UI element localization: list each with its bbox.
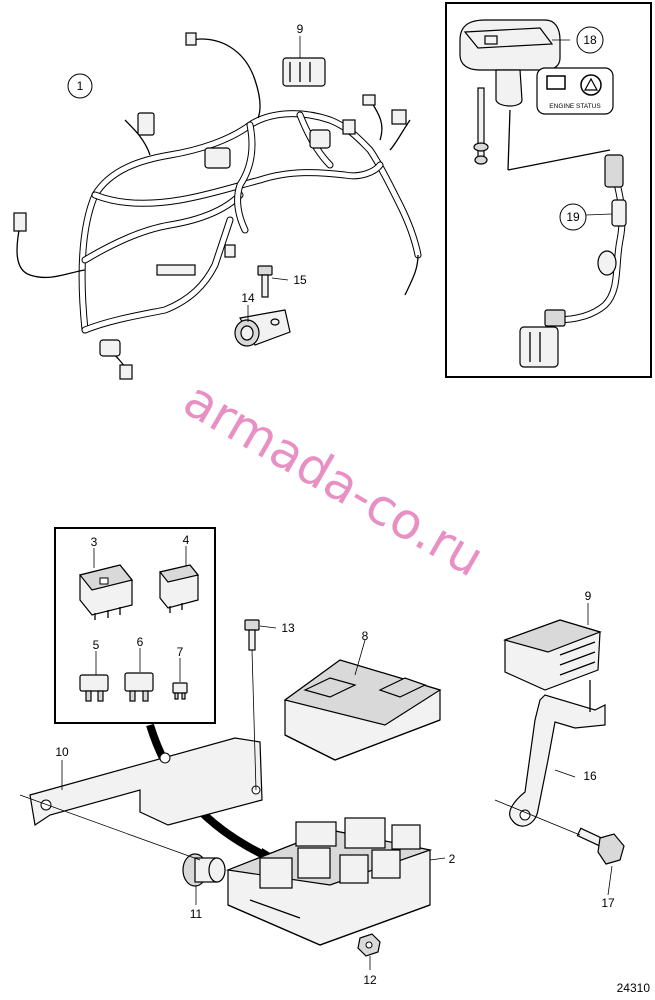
bracket-16 xyxy=(509,680,606,827)
mounting-bracket xyxy=(29,737,263,827)
label-9-top: 9 xyxy=(297,22,304,36)
label-8: 8 xyxy=(362,629,369,643)
bolt-13 xyxy=(244,619,260,791)
engine-status-cable xyxy=(519,154,627,368)
label-6: 6 xyxy=(137,635,144,649)
label-1: 1 xyxy=(77,79,84,93)
control-unit xyxy=(283,659,442,761)
nut-12 xyxy=(357,933,381,957)
label-3: 3 xyxy=(91,535,98,549)
fuse-relay-box xyxy=(225,817,433,946)
fuse-medium xyxy=(124,672,154,702)
bolt-17 xyxy=(494,799,625,865)
engine-status-panel xyxy=(459,19,611,171)
label-2: 2 xyxy=(449,852,456,866)
label-10: 10 xyxy=(55,745,69,759)
label-17: 17 xyxy=(601,896,615,910)
label-19: 19 xyxy=(566,210,580,224)
label-16: 16 xyxy=(583,769,597,783)
part-labels: 1 9 15 14 18 19 3 4 5 6 7 13 8 9 10 11 1… xyxy=(55,22,615,987)
fuse-mini xyxy=(172,682,188,700)
label-11: 11 xyxy=(190,907,203,921)
label-7: 7 xyxy=(177,645,184,659)
label-18: 18 xyxy=(583,33,597,47)
relay-small xyxy=(158,564,200,613)
clamp-bolt xyxy=(257,265,273,298)
drawing-number: 24310 xyxy=(617,981,651,995)
rubber-mount xyxy=(19,794,226,887)
label-14: 14 xyxy=(241,291,255,305)
label-4: 4 xyxy=(183,533,190,547)
label-13: 13 xyxy=(281,621,295,635)
wiring-harness xyxy=(13,32,422,380)
relay-large xyxy=(78,564,134,620)
engine-status-text: ENGINE STATUS xyxy=(549,103,601,110)
label-12: 12 xyxy=(363,973,377,987)
fuse-large xyxy=(79,674,109,702)
label-15: 15 xyxy=(293,273,307,287)
watermark: armada-co.ru xyxy=(174,370,493,588)
harness-clamp xyxy=(234,309,291,347)
label-5: 5 xyxy=(93,638,100,652)
engine-status-symbol: ENGINE STATUS xyxy=(536,67,614,115)
label-9-bottom: 9 xyxy=(585,589,592,603)
connector-9 xyxy=(503,619,602,691)
